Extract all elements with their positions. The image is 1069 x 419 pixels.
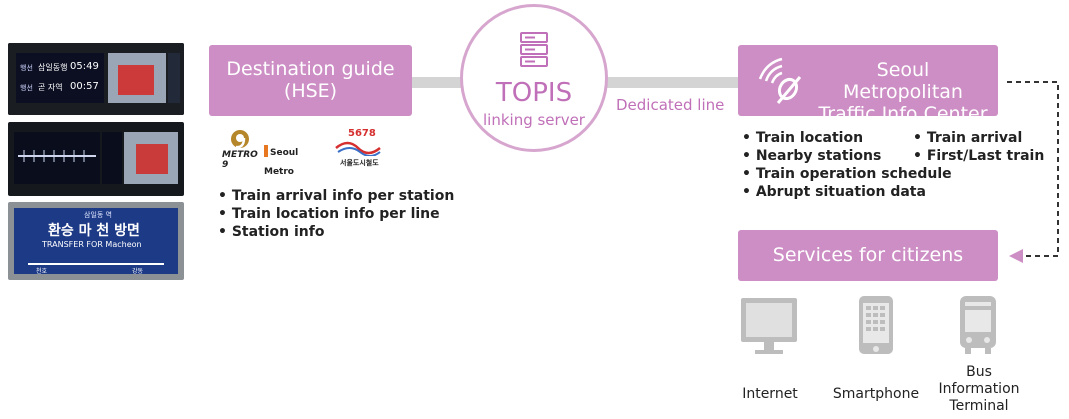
list-item: • Train location info per line (218, 206, 440, 222)
service-label-line: Terminal (949, 398, 1009, 414)
line-map-display-photo (8, 122, 184, 196)
smrt-logo-number: 5678 (348, 128, 376, 139)
list-item: • Train location (742, 130, 864, 146)
sign-left-station: 천호 (36, 268, 48, 275)
smrt-logo-text: 서울도시철도 (340, 159, 379, 167)
destination-guide-box: Destination guide (HSE) (209, 45, 412, 116)
feedback-arrow (1007, 81, 1059, 263)
display-destination: 곧 자역 (38, 83, 63, 92)
traffic-data-list-col2: • Train arrival • First/Last train (913, 129, 1044, 165)
bus-terminal-icon (960, 296, 996, 354)
connector-right (606, 77, 740, 88)
sign-main: 환승 마 천 방면 (48, 223, 140, 239)
destination-guide-subtitle: (HSE) (283, 80, 338, 102)
topis-server-node: TOPIS linking server (460, 4, 608, 152)
transfer-sign-photo: 삼일동 역 환승 마 천 방면 TRANSFER FOR Macheon 천호 … (8, 202, 184, 280)
service-label-bus-terminal: Bus Information Terminal (934, 364, 1024, 415)
smartphone-icon (859, 296, 893, 354)
sign-station: 삼일동 역 (84, 211, 112, 219)
sign-sub: TRANSFER FOR Macheon (42, 240, 142, 249)
smrt-logo: 5678 서울도시철도 (334, 128, 384, 168)
service-label-internet: Internet (742, 386, 798, 402)
display-time: 00:57 (70, 81, 99, 92)
list-item: • Train arrival info per station (218, 188, 455, 204)
traffic-center-title: Seoul Metropolitan (843, 59, 963, 103)
service-label-line: Bus (966, 364, 992, 380)
list-item: • Station info (218, 224, 325, 240)
display-label: 행선 (20, 84, 33, 92)
connector-left (412, 77, 464, 88)
list-item: • Nearby stations (742, 148, 882, 164)
list-item: • Train operation schedule (742, 166, 952, 182)
topis-subtitle: linking server (483, 111, 585, 129)
server-icon (520, 32, 548, 67)
list-item: • Train arrival (913, 130, 1023, 146)
destination-guide-title: Destination guide (226, 58, 395, 80)
arrow-head-icon (1009, 249, 1023, 263)
seoul-metro-logo-text: Seoul Metro (264, 148, 299, 177)
display-label: 행선 (20, 64, 33, 72)
service-label-smartphone: Smartphone (832, 386, 920, 402)
services-title: Services for citizens (772, 244, 964, 266)
service-label-line: Information (938, 381, 1020, 397)
monitor-icon (741, 298, 797, 354)
topis-title: TOPIS (495, 78, 573, 108)
traffic-data-list: • Train location • Nearby stations • Tra… (742, 129, 952, 201)
metro9-logo: METRO 9 (222, 128, 258, 170)
services-for-citizens-box: Services for citizens (738, 230, 998, 281)
destination-info-list: • Train arrival info per station • Train… (218, 187, 454, 241)
display-destination: 삼일동행 (38, 63, 68, 72)
traffic-center-subtitle: Traffic Info Center (818, 103, 988, 125)
sign-right-station: 강동 (132, 268, 144, 275)
list-item: • First/Last train (913, 148, 1045, 164)
dedicated-line-label: Dedicated line (616, 96, 725, 114)
seoul-metro-logo: Seoul Metro (264, 140, 326, 177)
metro9-logo-text: METRO 9 (222, 150, 258, 170)
list-item: • Abrupt situation data (742, 184, 926, 200)
wireless-signal-icon (758, 57, 802, 104)
display-time: 05:49 (70, 61, 99, 72)
traffic-info-center-box: Seoul Metropolitan Traffic Info Center (738, 45, 998, 125)
arrival-display-photo: 행선 삼일동행 05:49 행선 곧 자역 00:57 (8, 43, 184, 115)
